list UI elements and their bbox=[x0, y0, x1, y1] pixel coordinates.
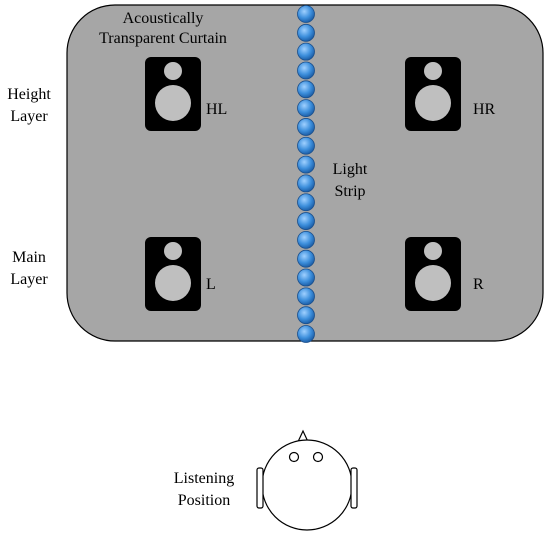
listener-ear-left bbox=[256, 467, 264, 509]
light-strip-bead bbox=[297, 249, 315, 268]
speaker-woofer bbox=[155, 85, 191, 121]
light-strip-label-line1: Light bbox=[333, 161, 368, 178]
light-strip-bead bbox=[297, 325, 315, 343]
light-strip-bead bbox=[297, 230, 315, 249]
speaker-woofer bbox=[415, 265, 451, 301]
speaker-tweeter bbox=[424, 62, 442, 80]
light-strip-label-line2: Strip bbox=[334, 183, 365, 200]
curtain-label-line2: Transparent Curtain bbox=[99, 30, 227, 47]
light-strip-bead bbox=[297, 193, 315, 212]
speaker-label-l: L bbox=[206, 276, 216, 293]
speaker-l bbox=[145, 237, 201, 311]
height-layer-label-line2: Layer bbox=[10, 108, 48, 125]
light-strip-bead bbox=[297, 80, 315, 99]
listener-eye-left bbox=[288, 451, 300, 463]
light-strip-bead bbox=[297, 5, 315, 23]
speaker-hr bbox=[405, 57, 461, 131]
light-strip-bead bbox=[297, 23, 315, 42]
speaker-label-hr: HR bbox=[473, 101, 496, 118]
light-strip-bead bbox=[297, 42, 315, 61]
speaker-tweeter bbox=[424, 242, 442, 260]
listener-head-icon bbox=[256, 429, 358, 531]
light-strip-bead bbox=[297, 155, 315, 174]
height-layer-label-line1: Height bbox=[7, 86, 51, 103]
speaker-tweeter bbox=[164, 242, 182, 260]
listener-ear-right bbox=[350, 467, 358, 509]
light-strip-bead bbox=[297, 99, 315, 118]
speaker-tweeter bbox=[164, 62, 182, 80]
light-strip-bead bbox=[297, 174, 315, 193]
curtain-label-line1: Acoustically bbox=[123, 10, 204, 27]
light-strip bbox=[297, 5, 315, 343]
listening-position-label-line2: Position bbox=[178, 492, 230, 509]
speaker-hl bbox=[145, 57, 201, 131]
light-strip-bead bbox=[297, 212, 315, 230]
listening-position-label-line1: Listening bbox=[174, 470, 234, 487]
listener-head bbox=[261, 439, 353, 531]
speaker-r bbox=[405, 237, 461, 311]
light-strip-bead bbox=[297, 61, 315, 80]
light-strip-bead bbox=[297, 136, 315, 155]
light-strip-bead bbox=[297, 306, 315, 325]
speaker-woofer bbox=[155, 265, 191, 301]
main-layer-label-line1: Main bbox=[12, 249, 46, 266]
main-layer-label-line2: Layer bbox=[10, 271, 48, 288]
listener-eye-right bbox=[312, 451, 324, 463]
speaker-woofer bbox=[415, 85, 451, 121]
light-strip-bead bbox=[297, 268, 315, 287]
speaker-label-r: R bbox=[473, 276, 484, 293]
light-strip-bead bbox=[297, 287, 315, 306]
speaker-label-hl: HL bbox=[206, 101, 227, 118]
light-strip-bead bbox=[297, 118, 315, 136]
